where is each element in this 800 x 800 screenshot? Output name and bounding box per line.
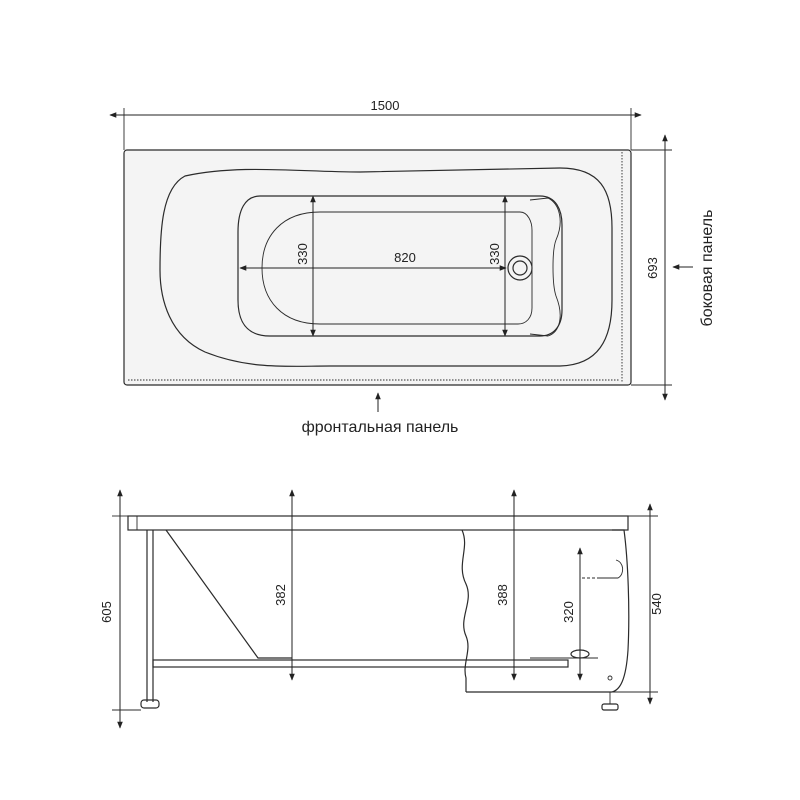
side-panel-label: боковая панель bbox=[699, 210, 716, 327]
front-panel-label: фронтальная панель bbox=[302, 419, 459, 436]
right-body-contour bbox=[611, 529, 630, 693]
dim-overflow-height-label: 320 bbox=[561, 601, 576, 623]
cutaway-edge bbox=[461, 529, 469, 692]
overflow-detail bbox=[600, 559, 624, 579]
bowl-slope bbox=[165, 529, 292, 659]
dim-length-label: 1500 bbox=[371, 98, 400, 113]
side-rim bbox=[127, 515, 629, 531]
headrest-contour bbox=[529, 197, 561, 337]
side-hole bbox=[607, 675, 613, 681]
bowl-inner-contour bbox=[237, 195, 563, 337]
frame-bar bbox=[152, 659, 569, 668]
dim-depth-left-label: 382 bbox=[273, 584, 288, 606]
top-view: 1500 693 820 330 330 фронтальная панель … bbox=[109, 98, 716, 436]
dim-depth-right-label: 388 bbox=[495, 584, 510, 606]
right-foot bbox=[601, 703, 619, 711]
left-foot bbox=[140, 699, 160, 709]
dim-inner-width-right-label: 330 bbox=[487, 243, 502, 265]
side-view: 605 382 388 320 540 bbox=[99, 489, 664, 729]
dim-inner-width-left-label: 330 bbox=[295, 243, 310, 265]
dim-width-label: 693 bbox=[645, 257, 660, 279]
overflow-leader bbox=[579, 560, 600, 579]
dim-body-height-label: 540 bbox=[649, 593, 664, 615]
dim-inner-length-label: 820 bbox=[394, 250, 416, 265]
drain-outer bbox=[507, 255, 533, 281]
bowl-outer-contour bbox=[159, 167, 613, 367]
dim-total-height-label: 605 bbox=[99, 601, 114, 623]
drain-inner bbox=[512, 260, 528, 276]
